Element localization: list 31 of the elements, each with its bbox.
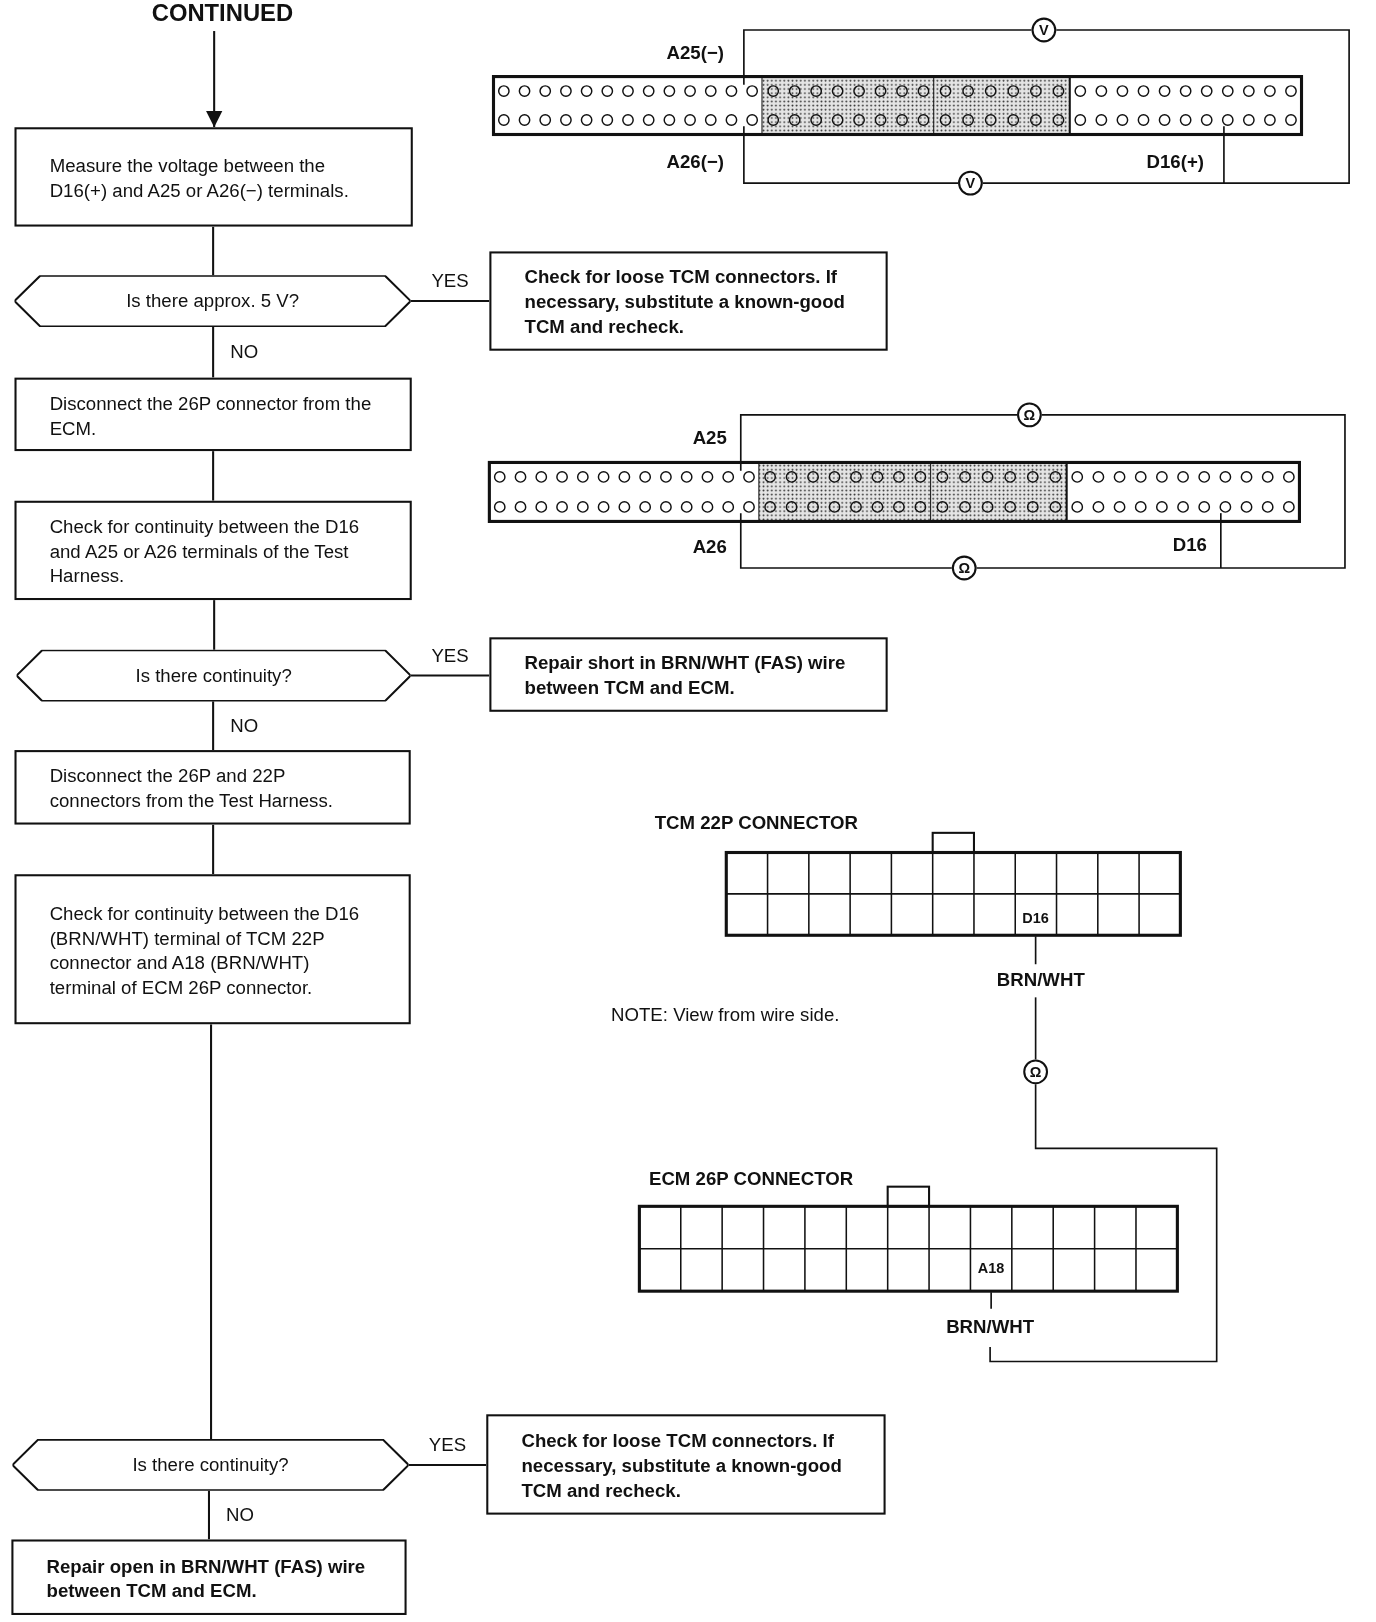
label: Ω (1023, 407, 1036, 424)
process-box: Check for loose TCM connectors. If necessary, substitute a known-good TCM and recheck. (486, 1414, 886, 1515)
arrow (205, 31, 223, 128)
process-box: Measure the voltage between the D16(+) and A25 or A26(−) terminals. (14, 127, 413, 227)
terminal-label: A18 (977, 1259, 1005, 1276)
connector-line (212, 451, 215, 501)
decision-hexagon: Is there continuity? (12, 1439, 409, 1491)
label: Ω (958, 560, 971, 577)
continuation-label: CONTINUED (144, 0, 301, 32)
decision-hexagon: Is there continuity? (16, 649, 411, 702)
connector-line (410, 300, 490, 303)
label: V (965, 175, 976, 192)
process-box: Repair short in BRN/WHT (FAS) wire between TCM and ECM. (489, 637, 888, 712)
process-box: Check for continuity between the D16 and A25 or A26 terminals of the Test Harness. (14, 500, 412, 601)
process-box: Check for continuity between the D16 (BRN/WHT) terminal of TCM 22P connector and A18 (BRN/WHT) terminal of ECM 26P connector. (14, 874, 411, 1025)
connector-line (213, 600, 216, 650)
connector-line (212, 824, 215, 875)
connector-line (408, 1463, 487, 1466)
process-box: Repair open in BRN/WHT (FAS) wire between TCM and ECM. (11, 1539, 407, 1615)
decision-hexagon: Is there approx. 5 V? (14, 275, 411, 327)
process-box: Disconnect the 26P and 22P connectors from the Test Harness. (14, 750, 411, 825)
connector-line (212, 326, 215, 378)
connector-line (207, 1490, 211, 1540)
process-box: Check for loose TCM connectors. If necessary, substitute a known-good TCM and recheck. (489, 251, 888, 351)
terminal-label: D16 (1022, 909, 1049, 926)
connector-line (212, 226, 215, 276)
connector-line (410, 674, 490, 677)
process-box: Disconnect the 26P connector from the ECM. (14, 377, 412, 452)
connector-line (210, 1024, 213, 1440)
label: V (1039, 22, 1049, 39)
connector-line (212, 701, 215, 751)
